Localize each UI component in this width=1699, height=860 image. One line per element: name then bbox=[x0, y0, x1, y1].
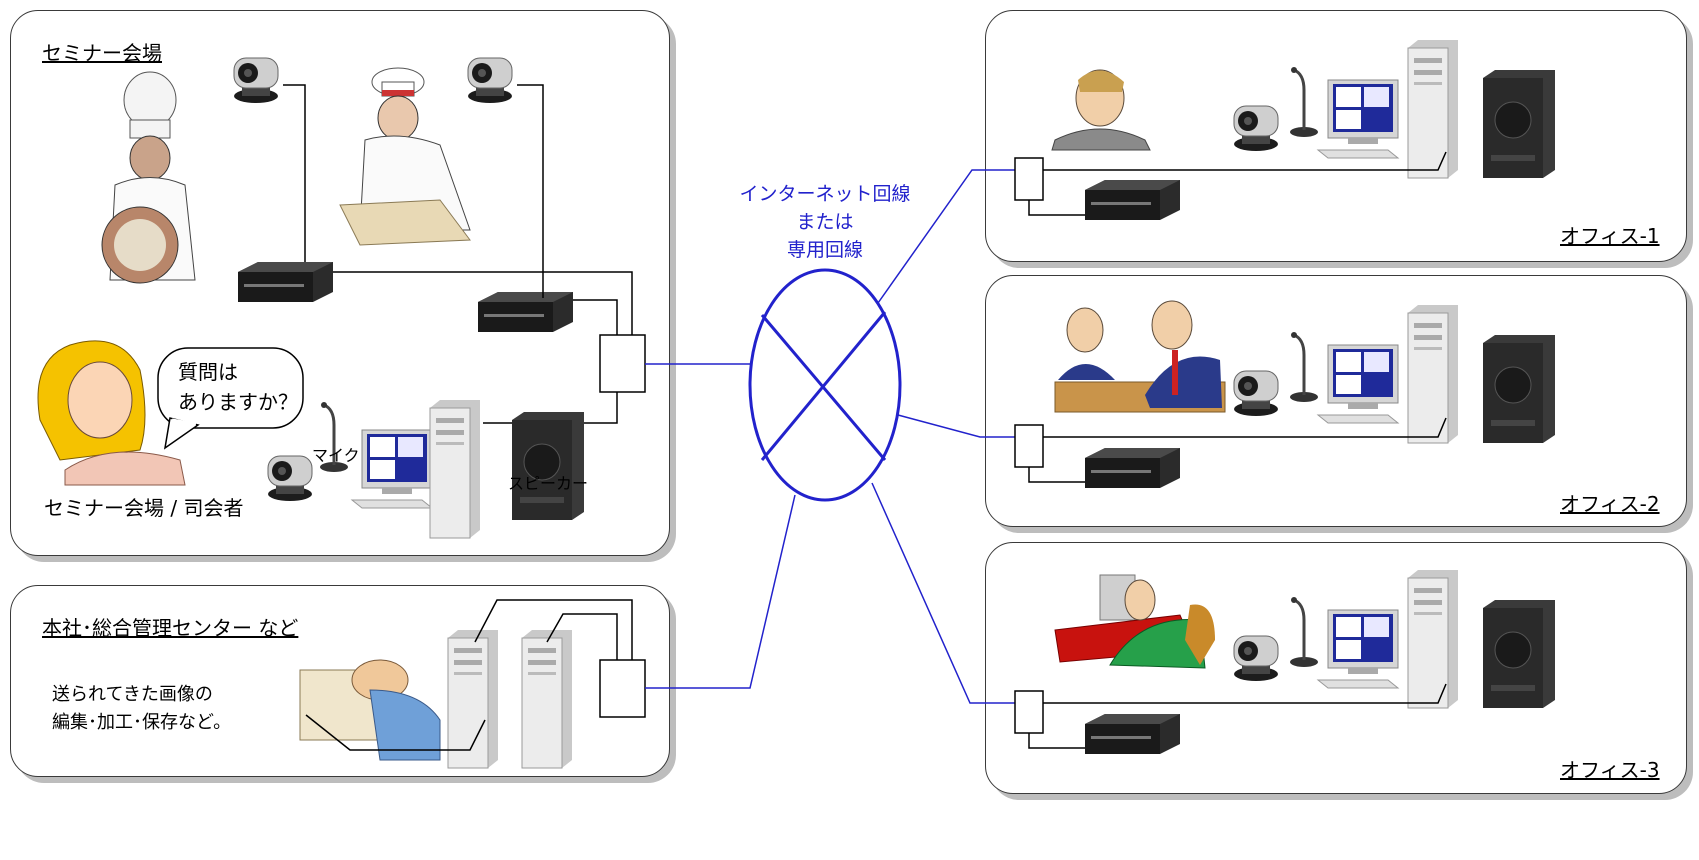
presenter-illustration bbox=[37, 340, 186, 486]
bubble-line-1: 質問は bbox=[178, 360, 238, 384]
seminar-camera-1 bbox=[233, 57, 279, 104]
seminar-encoder-2 bbox=[478, 292, 573, 332]
speaker-label: スピーカー bbox=[508, 474, 589, 493]
office-3-person-illustration bbox=[1054, 574, 1215, 669]
hq-desc-line-1: 送られてきた画像の bbox=[52, 684, 213, 705]
hq-hub bbox=[599, 659, 646, 718]
network-cloud bbox=[748, 268, 902, 502]
office-3-encoder bbox=[1085, 714, 1180, 754]
hq-title: 本社･総合管理センター など bbox=[42, 616, 299, 640]
office-2-meeting-illustration bbox=[1054, 300, 1226, 413]
office-2-workstation bbox=[1234, 305, 1555, 443]
hq-desc-line-2: 編集･加工･保存など。 bbox=[52, 712, 232, 733]
seminar-pc-tower bbox=[429, 399, 481, 539]
mic-label: マイク bbox=[312, 446, 360, 465]
seminar-pc-camera bbox=[267, 455, 313, 502]
office-2-hub bbox=[1014, 424, 1044, 468]
mc-label: セミナー会場 / 司会者 bbox=[44, 496, 244, 520]
seminar-hub bbox=[599, 334, 646, 393]
seminar-camera-2 bbox=[467, 57, 513, 104]
chef-illustration bbox=[101, 71, 196, 284]
office-2-label: オフィス-2 bbox=[1560, 492, 1660, 516]
office-3-workstation bbox=[1234, 570, 1555, 708]
office-1-workstation bbox=[1234, 40, 1555, 178]
seminar-encoder-1 bbox=[238, 262, 333, 302]
speaker-icon bbox=[511, 411, 585, 521]
bubble-line-2: ありますか？ bbox=[178, 390, 298, 414]
seminar-title: セミナー会場 bbox=[42, 41, 162, 65]
network-label-line-3: 専用回線 bbox=[786, 239, 863, 261]
office-3-hub bbox=[1014, 690, 1044, 734]
network-label-line-1: インターネット回線 bbox=[739, 183, 911, 205]
speech-bubble bbox=[157, 347, 304, 450]
chef-cutting-illustration bbox=[339, 67, 471, 246]
office-1-person-illustration bbox=[1051, 69, 1151, 151]
office-1-encoder bbox=[1085, 180, 1180, 220]
office-2-encoder bbox=[1085, 448, 1180, 488]
hq-server-2 bbox=[521, 629, 573, 769]
network-label-line-2: または bbox=[796, 211, 854, 233]
network-label: インターネット回線 または 専用回線 bbox=[720, 180, 930, 264]
hq-worker-illustration bbox=[299, 659, 441, 761]
office-1-hub bbox=[1014, 157, 1044, 201]
hq-server-1 bbox=[447, 629, 499, 769]
office-3-label: オフィス-3 bbox=[1560, 758, 1660, 782]
office-1-label: オフィス-1 bbox=[1560, 224, 1660, 248]
seminar-monitor bbox=[351, 429, 433, 509]
